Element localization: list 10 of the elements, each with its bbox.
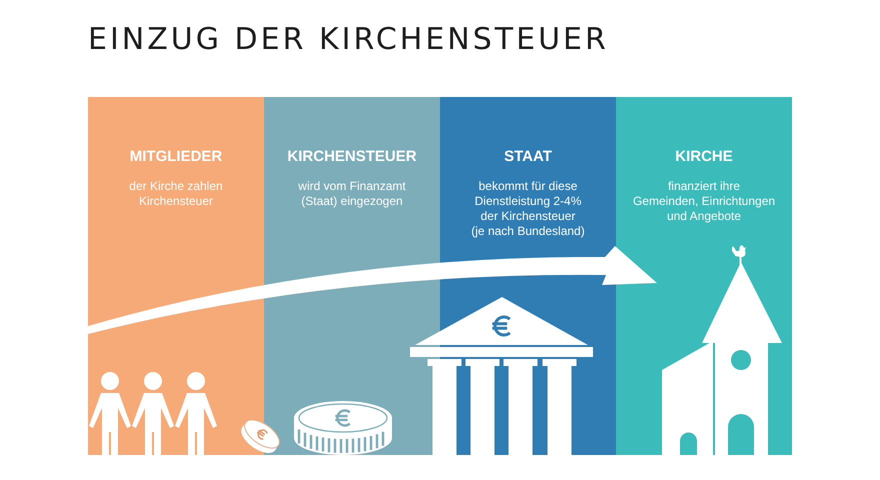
panel-heading: KIRCHENSTEUER <box>287 148 417 166</box>
panel-heading: MITGLIEDER <box>130 148 222 166</box>
panel-text: der Kirche zahlen Kirchensteuer <box>129 179 223 209</box>
panel-text: finanziert ihre Gemeinden, Einrichtungen und Angebote <box>632 179 776 224</box>
panel-heading: STAAT <box>504 148 552 166</box>
panel-heading: KIRCHE <box>675 148 733 166</box>
panel-text: wird vom Finanzamt (Staat) eingezogen <box>298 179 406 209</box>
title: EINZUG DER KIRCHENSTEUER <box>88 22 609 58</box>
panel-text: bekommt für diese Dienstleistung 2-4% der Kirchensteuer (je nach Bundesland) <box>471 179 585 239</box>
arrow <box>88 246 657 334</box>
